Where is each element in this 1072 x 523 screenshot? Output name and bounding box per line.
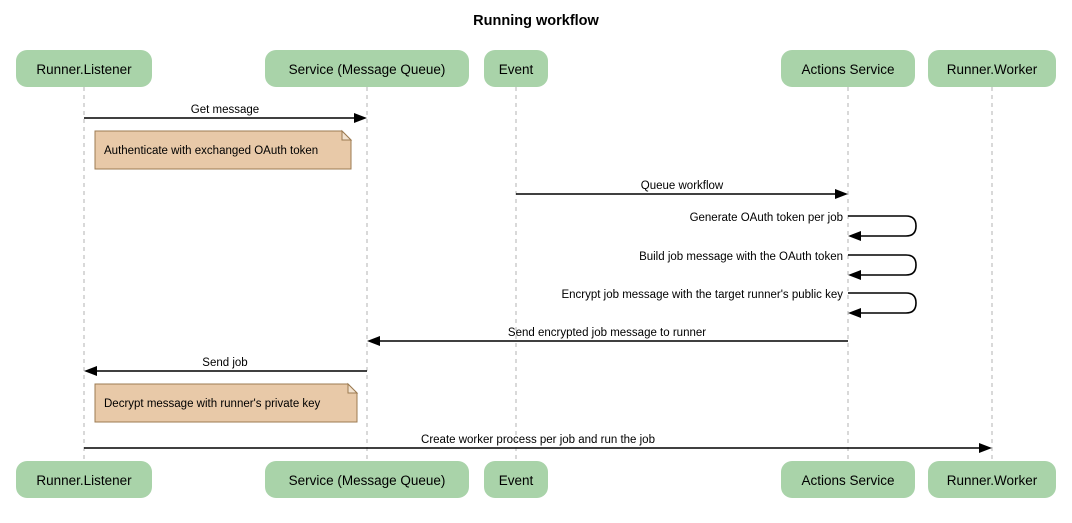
- message-send-job[interactable]: Send job: [84, 357, 367, 376]
- actor-label: Actions Service: [801, 62, 894, 77]
- message-get-message[interactable]: Get message: [84, 104, 367, 123]
- actor-runner-listener-top[interactable]: Runner.Listener: [16, 50, 152, 87]
- messages-group: Get message Queue workflow Generate OAut…: [84, 104, 992, 453]
- actor-box-shape: [265, 461, 469, 498]
- actor-label: Runner.Listener: [36, 62, 132, 77]
- message-label: Encrypt job message with the target runn…: [561, 289, 843, 301]
- message-generate-oauth-token[interactable]: Generate OAuth token per job: [690, 212, 917, 241]
- actor-box-shape: [484, 50, 548, 87]
- note-shape: [94, 130, 352, 170]
- actor-label: Runner.Worker: [947, 473, 1038, 488]
- message-label: Create worker process per job and run th…: [421, 434, 655, 446]
- actor-label: Runner.Listener: [36, 473, 132, 488]
- actor-event-bottom[interactable]: Event: [484, 461, 548, 498]
- actor-runner-worker-top[interactable]: Runner.Worker: [928, 50, 1056, 87]
- actor-label: Event: [499, 62, 534, 77]
- message-label: Send job: [202, 357, 247, 369]
- message-self-loop: [848, 292, 917, 314]
- actor-box-shape: [484, 461, 548, 498]
- actor-label: Service (Message Queue): [289, 62, 446, 77]
- arrowhead-right-icon: [835, 189, 848, 199]
- arrowhead-left-icon: [848, 308, 861, 318]
- actor-box-shape: [16, 50, 152, 87]
- arrowhead-left-icon: [848, 270, 861, 280]
- actor-actions-service-bottom[interactable]: Actions Service: [781, 461, 915, 498]
- arrowhead-left-icon: [367, 336, 380, 346]
- actor-box-shape: [781, 50, 915, 87]
- actor-box-shape: [781, 461, 915, 498]
- arrowhead-left-icon: [84, 366, 97, 376]
- actor-service-queue-bottom[interactable]: Service (Message Queue): [265, 461, 469, 498]
- arrowhead-right-icon: [979, 443, 992, 453]
- message-label: Get message: [191, 104, 259, 116]
- actor-box-shape: [928, 461, 1056, 498]
- message-create-worker-process[interactable]: Create worker process per job and run th…: [84, 434, 992, 453]
- actor-actions-service-top[interactable]: Actions Service: [781, 50, 915, 87]
- actor-label: Runner.Worker: [947, 62, 1038, 77]
- notes-group: Authenticate with exchanged OAuth token …: [94, 129, 359, 423]
- actor-runner-listener-bottom[interactable]: Runner.Listener: [16, 461, 152, 498]
- message-self-loop: [848, 215, 917, 237]
- lifelines-group: [83, 87, 993, 461]
- message-build-job-message[interactable]: Build job message with the OAuth token: [639, 251, 917, 280]
- message-label: Queue workflow: [641, 180, 724, 192]
- actor-box-shape: [928, 50, 1056, 87]
- note-text: Decrypt message with runner's private ke…: [104, 398, 321, 410]
- message-label: Build job message with the OAuth token: [639, 251, 843, 263]
- actor-boxes-top: Runner.Listener Service (Message Queue) …: [16, 50, 1056, 87]
- note-authenticate[interactable]: Authenticate with exchanged OAuth token: [94, 129, 353, 170]
- actor-boxes-bottom: Runner.Listener Service (Message Queue) …: [16, 461, 1056, 498]
- actor-label: Service (Message Queue): [289, 473, 446, 488]
- note-decrypt[interactable]: Decrypt message with runner's private ke…: [94, 382, 359, 423]
- message-encrypt-job-message[interactable]: Encrypt job message with the target runn…: [561, 289, 917, 318]
- arrowhead-left-icon: [848, 231, 861, 241]
- actor-label: Event: [499, 473, 534, 488]
- message-queue-workflow[interactable]: Queue workflow: [516, 180, 848, 199]
- actor-label: Actions Service: [801, 473, 894, 488]
- note-text: Authenticate with exchanged OAuth token: [104, 145, 318, 157]
- actor-box-shape: [265, 50, 469, 87]
- note-fold-corner-icon: [341, 129, 353, 141]
- actor-runner-worker-bottom[interactable]: Runner.Worker: [928, 461, 1056, 498]
- message-label: Generate OAuth token per job: [690, 212, 843, 224]
- actor-service-queue-top[interactable]: Service (Message Queue): [265, 50, 469, 87]
- message-send-encrypted-job[interactable]: Send encrypted job message to runner: [367, 327, 848, 346]
- arrowhead-right-icon: [354, 113, 367, 123]
- note-fold-corner-icon: [347, 382, 359, 394]
- message-label: Send encrypted job message to runner: [508, 327, 706, 339]
- message-self-loop: [848, 254, 917, 276]
- note-shape: [94, 383, 358, 423]
- actor-box-shape: [16, 461, 152, 498]
- actor-event-top[interactable]: Event: [484, 50, 548, 87]
- page-title: Running workflow: [473, 13, 599, 29]
